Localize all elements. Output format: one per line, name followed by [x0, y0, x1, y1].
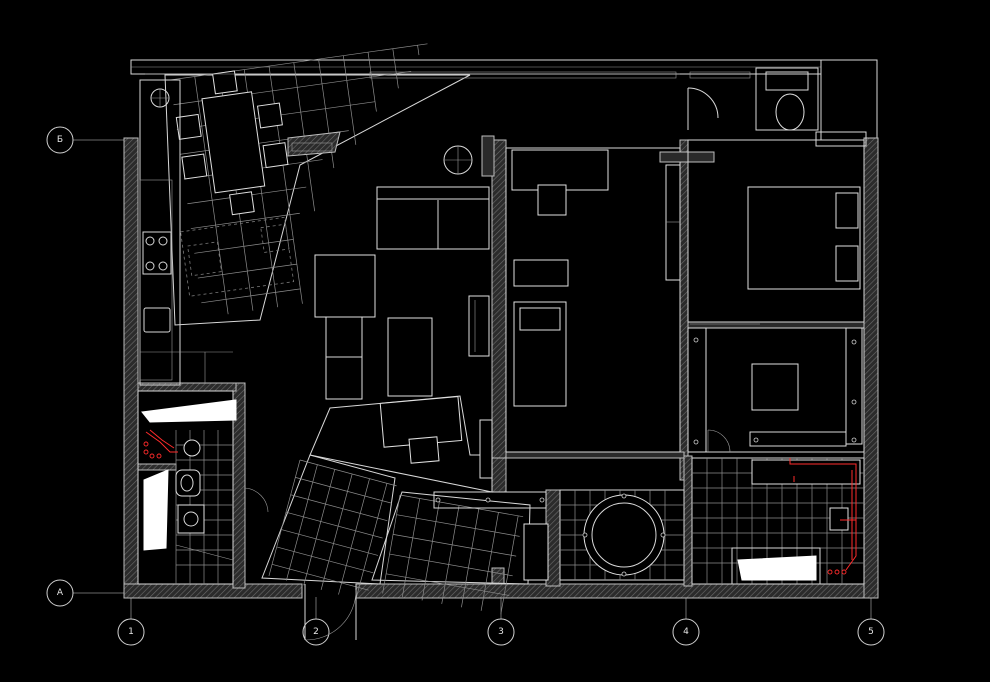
desk-area	[309, 395, 493, 493]
armchair	[314, 254, 376, 400]
sofa	[376, 186, 490, 250]
window-strip-details	[145, 71, 751, 79]
cooktop	[142, 231, 172, 275]
axis-label-a: А	[57, 588, 64, 598]
entrance-wc	[687, 67, 819, 131]
axis-label-2: 2	[313, 627, 319, 637]
bed-double	[747, 186, 861, 290]
entrance-door	[244, 487, 357, 641]
exterior-walls	[123, 59, 879, 599]
axis-marker-b: Б	[46, 126, 74, 154]
bathroom-middle	[559, 489, 685, 581]
interior-doors	[690, 323, 760, 453]
dining-table	[175, 70, 295, 297]
axis-marker-1: 1	[117, 618, 145, 646]
window-icon	[141, 399, 237, 423]
axis-label-1: 1	[128, 627, 134, 637]
axis-marker-4: 4	[672, 618, 700, 646]
living-area	[314, 145, 490, 400]
axis-marker-2: 2	[302, 618, 330, 646]
hall-floor-tiles	[261, 454, 549, 615]
interior-walls	[137, 139, 865, 589]
axis-label-3: 3	[498, 627, 504, 637]
heating-pipes-right	[789, 458, 857, 575]
bathroom-left	[137, 390, 237, 585]
axis-marker-a: А	[46, 579, 74, 607]
axis-marker-3: 3	[487, 618, 515, 646]
axis-label-5: 5	[868, 627, 874, 637]
bedroom-1	[481, 135, 715, 453]
kitchen-counter	[139, 79, 233, 386]
axis-label-4: 4	[683, 627, 689, 637]
heating-pipes-left	[143, 429, 178, 459]
bedroom-2	[687, 327, 865, 453]
structural-column	[287, 131, 341, 157]
axis-label-b: Б	[57, 135, 63, 145]
tv-console	[468, 295, 490, 357]
master-bedroom	[687, 139, 865, 323]
bathroom-right	[691, 457, 865, 585]
axis-marker-5: 5	[857, 618, 885, 646]
axis-leaders	[73, 139, 872, 619]
coffee-table	[387, 317, 433, 397]
bed-single	[513, 301, 567, 407]
round-bathtub	[582, 493, 666, 577]
